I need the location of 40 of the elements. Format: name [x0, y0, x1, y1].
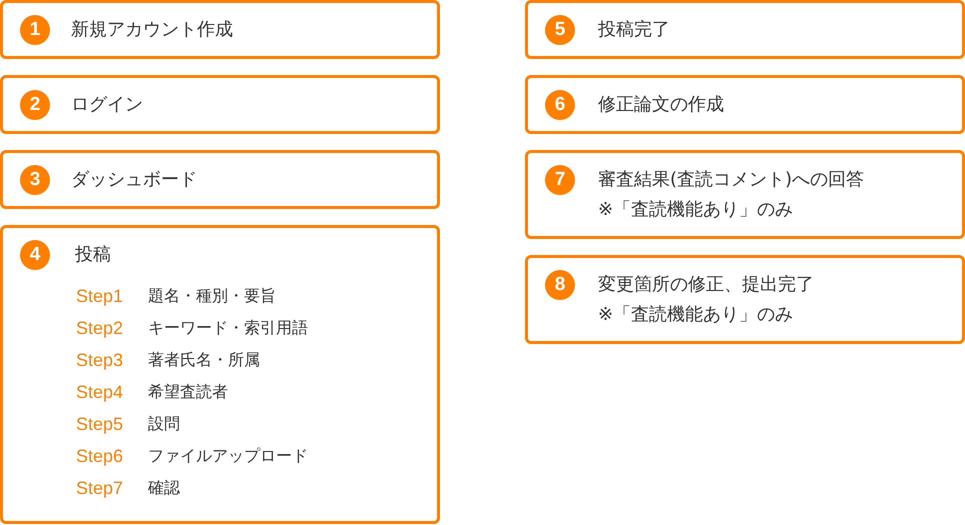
step-title: 投稿完了 — [598, 19, 670, 41]
substep-label: Step5 — [76, 413, 124, 435]
substep-label: Step6 — [76, 445, 124, 467]
substep-label: Step2 — [76, 317, 124, 339]
step-number: 2 — [20, 90, 50, 120]
substep-label: Step3 — [76, 349, 124, 371]
step-title: 修正論文の作成 — [598, 94, 724, 116]
substep-text: 希望査読者 — [148, 381, 228, 403]
substep-text: 設問 — [148, 413, 180, 435]
note-text: ※「査読機能あり」のみ — [598, 304, 794, 326]
substep-text: ファイルアップロード — [148, 445, 308, 467]
step-number: 1 — [20, 15, 50, 45]
step-title: ログイン — [71, 94, 143, 116]
step-number: 7 — [545, 165, 575, 195]
substep-text: 著者氏名・所属 — [148, 349, 260, 371]
step-card — [525, 255, 965, 344]
step-number: 3 — [20, 165, 50, 195]
substep-label: Step1 — [76, 285, 124, 307]
step-title: ダッシュボード — [71, 169, 197, 191]
step-card — [0, 150, 440, 209]
step-card — [525, 150, 965, 239]
substep-text: 題名・種別・要旨 — [148, 285, 276, 307]
step-number: 4 — [20, 240, 50, 270]
step-card — [0, 225, 440, 524]
step-title: 審査結果(査読コメント)への回答 — [598, 169, 864, 191]
step-card — [525, 0, 965, 59]
substep-text: キーワード・索引用語 — [148, 317, 308, 339]
step-number: 6 — [545, 90, 575, 120]
step-number: 8 — [545, 270, 575, 300]
step-title: 投稿 — [75, 244, 111, 266]
step-card — [525, 75, 965, 134]
substep-label: Step4 — [76, 381, 124, 403]
step-card — [0, 0, 440, 59]
step-card — [0, 75, 440, 134]
note-text: ※「査読機能あり」のみ — [598, 199, 794, 221]
step-title: 新規アカウント作成 — [71, 19, 233, 41]
substep-text: 確認 — [148, 477, 180, 499]
step-title: 変更箇所の修正、提出完了 — [598, 274, 814, 296]
step-number: 5 — [545, 15, 575, 45]
substep-label: Step7 — [76, 477, 124, 499]
